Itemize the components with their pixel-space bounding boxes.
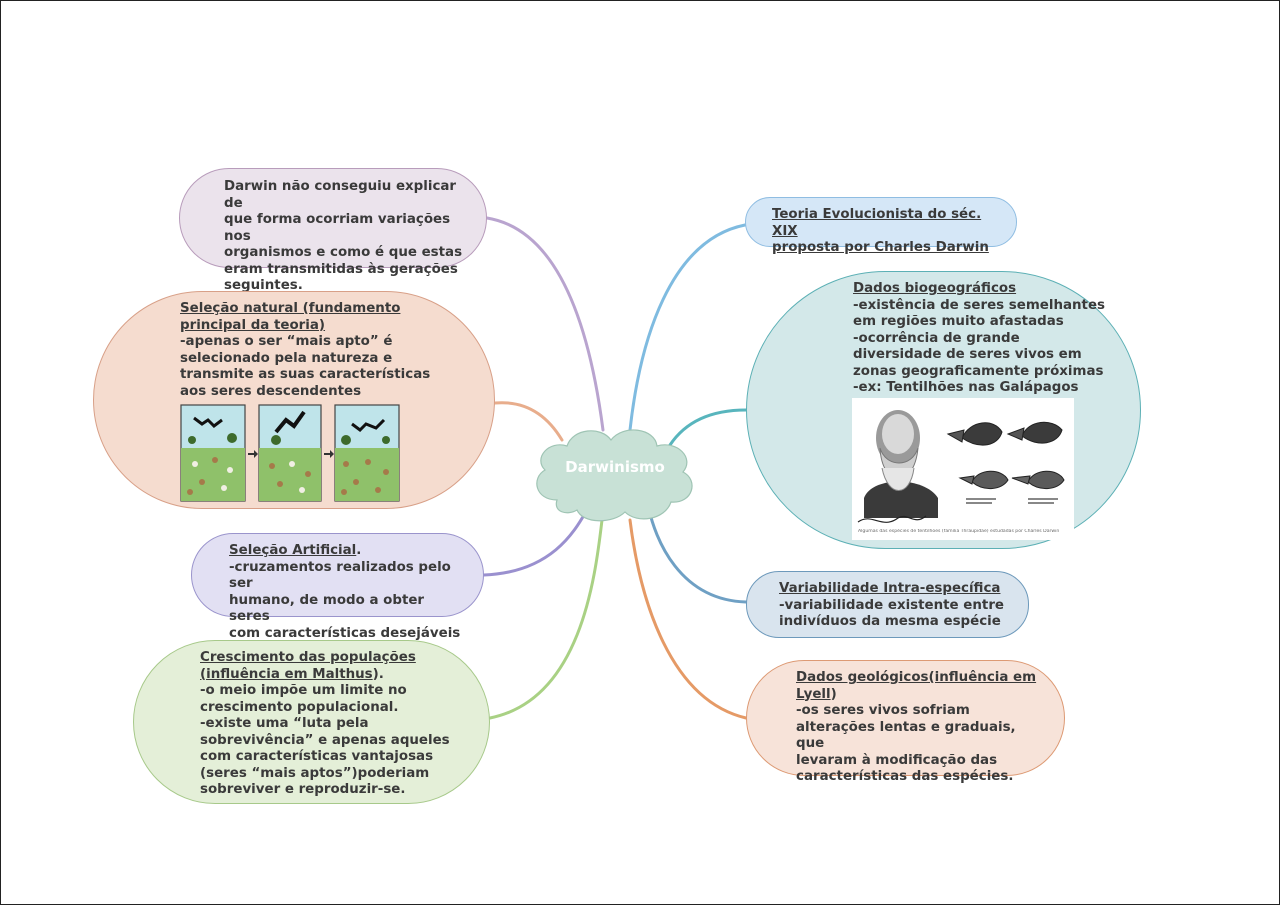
node-evolutionary-theory: Teoria Evolucionista do séc. XIX propost… (745, 197, 1017, 255)
node-body: -o meio impõe um limite no crescimento p… (200, 683, 450, 797)
link-geo (628, 518, 748, 720)
node-title-line: Crescimento das populações (influência e… (200, 650, 469, 683)
node-title: Dados geológicos(influência em Lyell (796, 670, 1037, 702)
darwin-finches-illustration (852, 398, 1074, 540)
central-cloud (536, 429, 693, 522)
node-intraspecific-variability: Variabilidade Intra-específica -variabil… (746, 571, 1029, 638)
node-darwin-limitation: Darwin não conseguiu explicar de que for… (179, 168, 487, 293)
finch-heads (946, 421, 1065, 489)
node-title-line: Seleção Artificial. (229, 543, 463, 560)
node-title: Variabilidade Intra-específica (779, 581, 1001, 596)
node-title-suffix: . (356, 543, 362, 558)
link-pop (488, 518, 604, 720)
finches-caption: Algumas das espécies de tentilhões (famí… (858, 529, 1060, 534)
link-natural (493, 401, 564, 442)
node-body: -cruzamentos realizados pelo ser humano,… (229, 559, 461, 641)
node-body: -os seres vivos sofriam alterações lenta… (796, 703, 1016, 784)
panel-1 (180, 404, 246, 502)
node-title-line: Dados geológicos(influência em Lyell) (796, 670, 1044, 703)
link-explain (485, 216, 605, 432)
node-artificial-selection: Seleção Artificial. -cruzamentos realiza… (191, 533, 484, 641)
node-body: Darwin não conseguiu explicar de que for… (224, 179, 463, 293)
panel-3 (334, 404, 400, 502)
node-title: Seleção natural (fundamento principal da… (180, 301, 401, 333)
node-body: -apenas o ser “mais apto” é selecionado … (180, 334, 431, 399)
natural-selection-illustration (180, 404, 400, 502)
node-population-growth: Crescimento das populações (influência e… (133, 640, 490, 804)
finch-labels (966, 498, 1058, 504)
panel-2 (258, 404, 322, 502)
link-bio (668, 408, 748, 447)
node-title: Teoria Evolucionista do séc. XIX propost… (772, 207, 989, 255)
node-body: -variabilidade existente entre indivíduo… (779, 597, 1004, 630)
node-title: Crescimento das populações (influência e… (200, 650, 416, 682)
node-title-suffix: ) (830, 686, 837, 702)
link-theory (628, 223, 747, 432)
node-title: Dados biogeográficos (853, 281, 1017, 296)
central-topic: Darwinismo (565, 458, 665, 476)
node-title: Seleção Artificial (229, 543, 357, 558)
node-body: -existência de seres semelhantes em regi… (853, 297, 1106, 396)
cloud-shape (536, 429, 693, 522)
darwin-portrait (857, 410, 938, 523)
node-title-suffix: ). (372, 666, 384, 682)
node-geological-data: Dados geológicos(influência em Lyell) -o… (746, 660, 1065, 784)
